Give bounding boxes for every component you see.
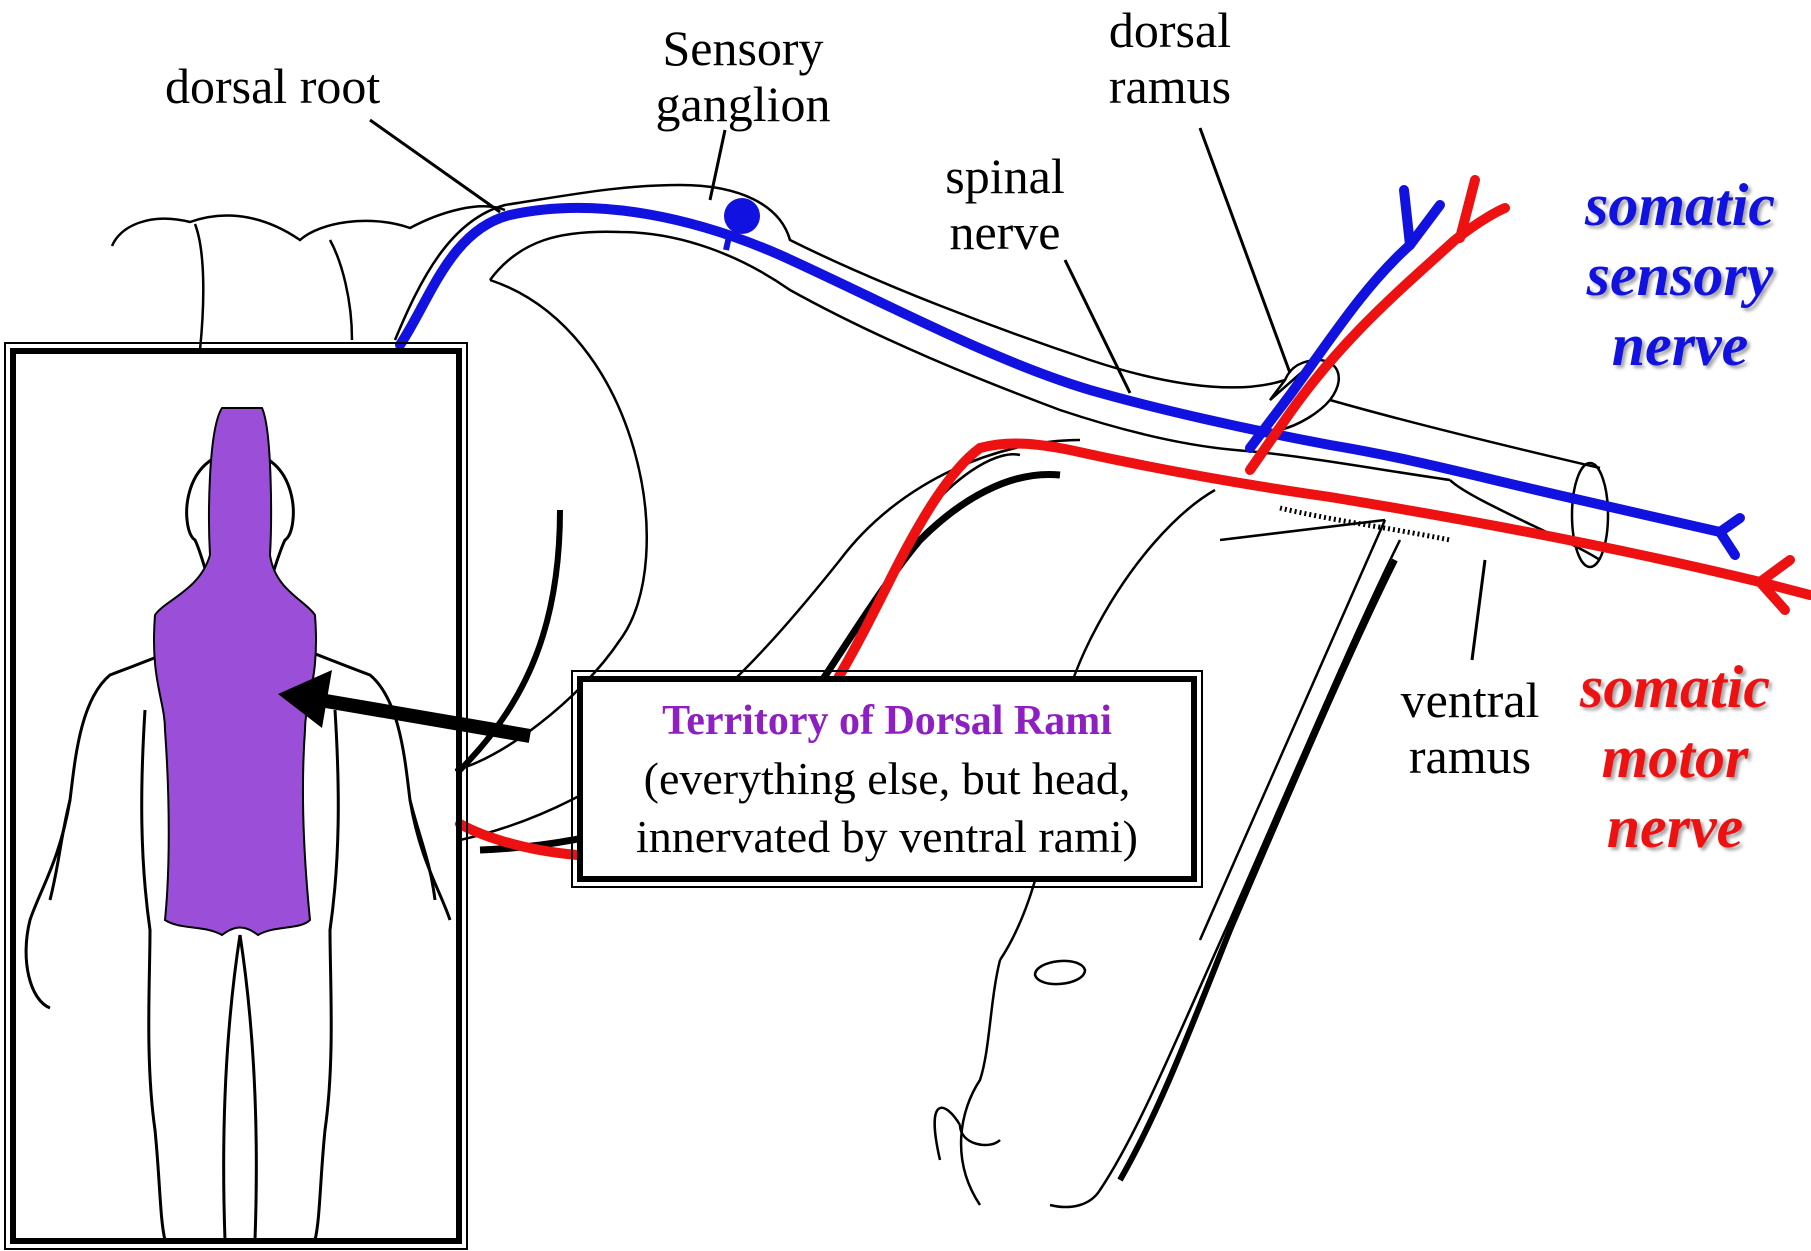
label-dorsal-ramus-line2: ramus [1090,58,1250,114]
callout-title: Territory of Dorsal Rami [583,692,1191,750]
legend-motor-line3: nerve [1540,792,1810,862]
label-dorsal-root: dorsal root [165,58,380,114]
label-sensory-ganglion-line2: ganglion [648,76,838,132]
label-spinal-nerve: spinal nerve [935,148,1075,260]
legend-motor-line1: somatic [1540,652,1810,722]
territory-callout-box: Territory of Dorsal Rami (everything els… [577,676,1197,882]
label-dorsal-ramus: dorsal ramus [1090,2,1250,114]
label-spinal-nerve-line2: nerve [935,204,1075,260]
label-dorsal-ramus-line1: dorsal [1090,2,1250,58]
label-ventral-ramus-line1: ventral [1385,672,1555,728]
callout-line3: innervated by ventral rami) [583,808,1191,866]
label-sensory-ganglion: Sensory ganglion [648,20,838,132]
ganglion-stalk [726,232,730,250]
legend-somatic-sensory-nerve: somatic sensory nerve [1555,170,1805,380]
label-sensory-ganglion-line1: Sensory [648,20,838,76]
legend-motor-line2: motor [1540,722,1810,792]
sensory-ganglion-dot [724,198,760,234]
legend-sensory-line1: somatic [1555,170,1805,240]
legend-sensory-line3: nerve [1555,310,1805,380]
label-ventral-ramus-line2: ramus [1385,728,1555,784]
legend-somatic-motor-nerve: somatic motor nerve [1540,652,1810,862]
label-spinal-nerve-line1: spinal [935,148,1075,204]
spinal-cord-outline [112,206,505,350]
label-ventral-ramus: ventral ramus [1385,672,1555,784]
body-figure-panel [10,348,462,1244]
legend-sensory-line2: sensory [1555,240,1805,310]
callout-line2: (everything else, but head, [583,750,1191,808]
